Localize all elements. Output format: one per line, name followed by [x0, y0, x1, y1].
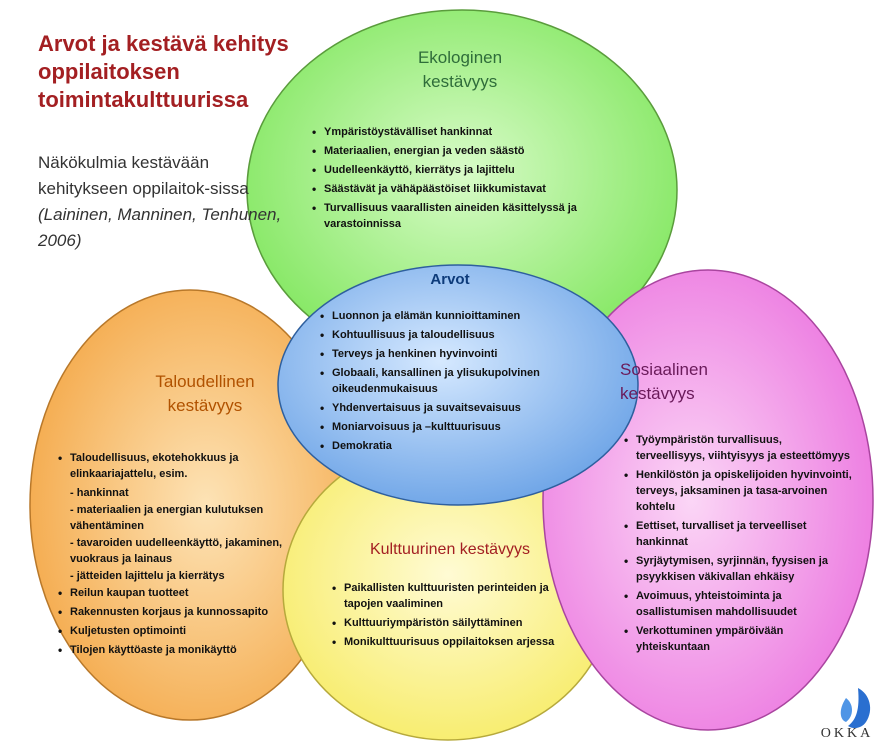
- okka-logo-text: OKKA: [820, 726, 874, 741]
- list-item: Kohtuullisuus ja taloudellisuus: [318, 327, 598, 343]
- list-item: Demokratia: [318, 438, 598, 454]
- subtitle-citation: (Laininen, Manninen, Tenhunen, 2006): [38, 205, 282, 250]
- page-title: Arvot ja kestävä kehitys oppilaitoksen t…: [38, 31, 289, 112]
- list-item: Turvallisuus vaarallisten aineiden käsit…: [310, 200, 640, 232]
- list-item: Terveys ja henkinen hyvinvointi: [318, 346, 598, 362]
- list-item: Eettiset, turvalliset ja terveelliset ha…: [622, 518, 852, 550]
- list-item: Taloudellisuus, ekotehokkuus ja elinkaar…: [56, 450, 306, 482]
- list-item: Reilun kaupan tuotteet: [56, 585, 306, 601]
- list-item: Paikallisten kulttuuristen perinteiden j…: [330, 580, 570, 612]
- list-item: Työympäristön turvallisuus, terveellisyy…: [622, 432, 852, 464]
- subtitle-text: Näkökulmia kestävään kehitykseen oppilai…: [38, 153, 249, 198]
- kulttuurinen-list: Paikallisten kulttuuristen perinteiden j…: [330, 580, 570, 653]
- list-item: Kulttuuriympäristön säilyttäminen: [330, 615, 570, 631]
- taloudellinen-heading: Taloudellinen kestävyys: [155, 372, 255, 415]
- list-item: Monikulttuurisuus oppilaitoksen arjessa: [330, 634, 570, 650]
- list-item: Materiaalien, energian ja veden säästö: [310, 143, 640, 159]
- list-item: Syrjäytymisen, syrjinnän, fyysisen ja ps…: [622, 553, 852, 585]
- sosiaalinen-heading: Sosiaalinen kestävyys: [620, 360, 708, 403]
- list-subitem: - materiaalien ja energian kulutuksen vä…: [70, 504, 264, 532]
- okka-logo-icon: [840, 688, 871, 729]
- kulttuurinen-heading: Kulttuurinen kestävyys: [369, 541, 531, 558]
- list-item: Moniarvoisuus ja –kulttuurisuus: [318, 419, 598, 435]
- list-subitem: - tavaroiden uudelleenkäyttö, jakaminen,…: [70, 537, 283, 565]
- list-item: Säästävät ja vähäpäästöiset liikkumistav…: [310, 181, 640, 197]
- sosiaalinen-list: Työympäristön turvallisuus, terveellisyy…: [622, 432, 852, 658]
- list-subitem: - hankinnat: [70, 487, 129, 499]
- list-item: Rakennusten korjaus ja kunnossapito: [56, 604, 306, 620]
- list-item: Yhdenvertaisuus ja suvaitsevaisuus: [318, 400, 598, 416]
- list-item: Tilojen käyttöaste ja monikäyttö: [56, 642, 306, 658]
- list-item: Globaali, kansallinen ja ylisukupolvinen…: [318, 365, 598, 397]
- ekologinen-heading: Ekologinen kestävyys: [417, 48, 503, 91]
- list-subitem: - jätteiden lajittelu ja kierrätys: [70, 570, 225, 582]
- list-item: Ympäristöystävälliset hankinnat: [310, 124, 640, 140]
- list-item: Luonnon ja elämän kunnioittaminen: [318, 308, 598, 324]
- list-item: Henkilöstön ja opiskelijoiden hyvinvoint…: [622, 467, 852, 515]
- list-item: Uudelleenkäyttö, kierrätys ja lajittelu: [310, 162, 640, 178]
- list-item: Verkottuminen ympäröivään yhteiskuntaan: [622, 623, 852, 655]
- arvot-list: Luonnon ja elämän kunnioittaminen Kohtuu…: [318, 308, 598, 457]
- subtitle: Näkökulmia kestävään kehitykseen oppilai…: [38, 150, 288, 254]
- taloudellinen-list: Taloudellisuus, ekotehokkuus ja elinkaar…: [56, 450, 306, 661]
- list-item: Kuljetusten optimointi: [56, 623, 306, 639]
- arvot-heading: Arvot: [430, 271, 470, 288]
- ekologinen-list: Ympäristöystävälliset hankinnat Materiaa…: [310, 124, 640, 235]
- list-item: Avoimuus, yhteistoiminta ja osallistumis…: [622, 588, 852, 620]
